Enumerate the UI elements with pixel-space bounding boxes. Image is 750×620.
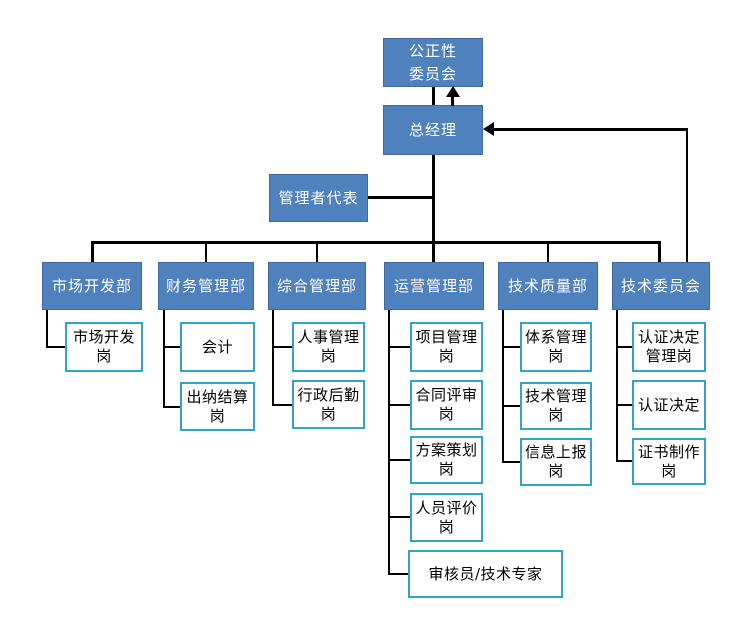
- connector-line: [490, 128, 688, 131]
- position-label: 体系管理岗: [524, 328, 587, 365]
- position-label: 审核员/技术专家: [428, 564, 543, 583]
- node-position-plan-design: 方案策划岗: [410, 436, 483, 484]
- position-label: 出纳结算岗: [186, 387, 249, 425]
- connector-line: [272, 346, 292, 348]
- node-dept-tech-quality: 技术质量部: [498, 262, 598, 310]
- position-label: 市场开发岗: [72, 328, 135, 365]
- connector-line: [388, 459, 410, 461]
- node-label: 市场开发部: [51, 276, 132, 295]
- connector-line: [163, 406, 180, 408]
- position-label: 认证决定: [637, 395, 700, 414]
- position-label: 会计: [201, 337, 233, 356]
- connector-line: [451, 94, 454, 106]
- connector-line: [46, 346, 65, 348]
- connector-line: [91, 241, 94, 262]
- connector-line: [502, 405, 520, 407]
- node-dept-market-development: 市场开发部: [42, 262, 142, 310]
- node-position-project-mgmt: 项目管理岗: [410, 322, 483, 372]
- node-position-personnel-eval: 人员评价岗: [410, 493, 483, 542]
- connector-line: [388, 310, 390, 575]
- position-label: 人事管理岗: [297, 328, 360, 365]
- position-label: 技术管理岗: [524, 387, 587, 424]
- node-position-hr: 人事管理岗: [292, 322, 365, 372]
- node-label-line: 公正性: [408, 41, 457, 60]
- connector-line: [388, 346, 410, 348]
- position-label: 项目管理岗: [415, 328, 478, 365]
- position-label: 方案策划岗: [415, 441, 478, 478]
- connector-line: [658, 241, 661, 262]
- connector-line: [272, 404, 292, 406]
- node-dept-operations: 运营管理部: [384, 262, 484, 310]
- node-label-line: 委员会: [408, 64, 457, 83]
- node-label: 综合管理部: [276, 276, 357, 295]
- connector-line: [502, 461, 520, 463]
- node-position-tech-mgmt: 技术管理岗: [520, 382, 592, 430]
- node-management-representative: 管理者代表: [269, 174, 368, 222]
- position-label: 人员评价岗: [415, 498, 478, 536]
- connector-line: [368, 196, 434, 199]
- node-dept-tech-committee: 技术委员会: [612, 262, 710, 310]
- node-position-accountant: 会计: [180, 322, 255, 372]
- connector-line: [432, 87, 435, 105]
- node-label: 运营管理部: [393, 276, 474, 295]
- connector-line: [388, 404, 410, 406]
- node-label: 管理者代表: [278, 188, 359, 207]
- node-position-cashier-settlement: 出纳结算岗: [180, 382, 255, 431]
- connector-line: [272, 310, 274, 406]
- node-position-cert-production: 证书制作岗: [632, 438, 706, 485]
- connector-line: [685, 128, 688, 262]
- connector-line: [502, 346, 520, 348]
- node-position-cert-decision-mgmt: 认证决定管理岗: [632, 322, 706, 372]
- arrowhead-up-icon: [446, 86, 460, 97]
- node-dept-general-admin: 综合管理部: [268, 262, 366, 310]
- node-label: 总经理: [408, 120, 457, 139]
- connector-line: [315, 241, 318, 262]
- position-label: 证书制作岗: [637, 442, 700, 480]
- connector-line: [91, 241, 661, 244]
- node-position-cert-decision: 认证决定: [632, 380, 706, 430]
- node-label: 技术质量部: [507, 276, 588, 295]
- connector-line: [616, 404, 632, 406]
- node-general-manager: 总经理: [383, 105, 483, 155]
- connector-line: [163, 310, 165, 408]
- node-position-system-mgmt: 体系管理岗: [520, 322, 592, 372]
- node-position-auditor-expert: 审核员/技术专家: [408, 550, 563, 598]
- position-label: 合同评审岗: [415, 386, 478, 423]
- connector-line: [432, 155, 435, 243]
- node-label: 财务管理部: [165, 276, 246, 295]
- node-position-market-dev: 市场开发岗: [65, 322, 143, 372]
- connector-line: [616, 346, 632, 348]
- connector-line: [46, 310, 48, 348]
- node-position-admin-logistics: 行政后勤岗: [292, 380, 365, 429]
- position-label: 认证决定管理岗: [637, 328, 700, 365]
- position-label: 行政后勤岗: [297, 385, 360, 423]
- node-dept-finance: 财务管理部: [158, 262, 254, 310]
- node-impartiality-committee: 公正性 委员会: [383, 38, 483, 87]
- connector-line: [502, 310, 504, 462]
- connector-line: [163, 346, 180, 348]
- position-label: 信息上报岗: [524, 443, 587, 480]
- connector-line: [388, 573, 408, 575]
- connector-line: [616, 460, 632, 462]
- node-label: 技术委员会: [620, 276, 701, 295]
- connector-line: [616, 310, 618, 462]
- connector-line: [546, 241, 549, 262]
- node-position-contract-review: 合同评审岗: [410, 380, 483, 430]
- connector-line: [388, 516, 410, 518]
- connector-line: [204, 241, 207, 262]
- node-position-info-report: 信息上报岗: [520, 438, 592, 486]
- connector-line: [432, 241, 435, 262]
- arrowhead-left-icon: [483, 122, 494, 136]
